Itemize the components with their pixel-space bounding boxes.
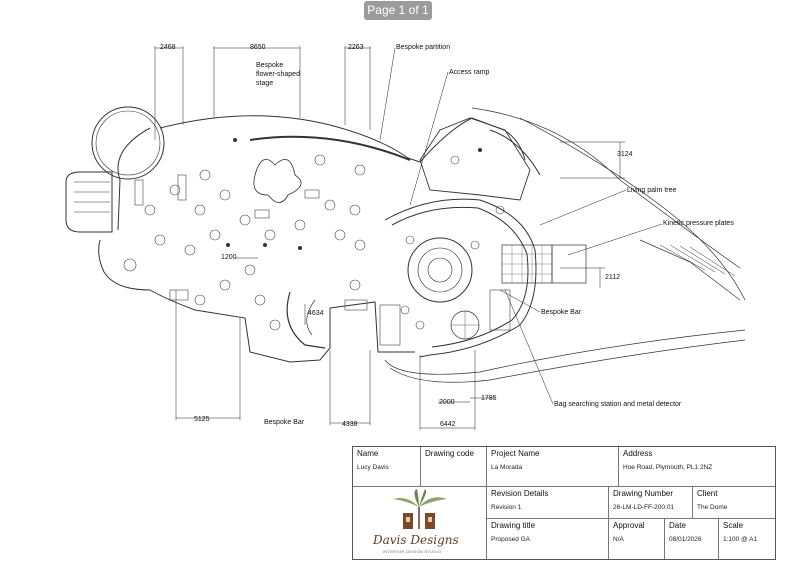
central-arc-wall [384,198,537,358]
revision-value: Revision 1 [491,504,522,511]
title-block: Name Lucy Davis Drawing code Project Nam… [352,446,776,560]
drawing-number-cell: Drawing Number 26-LM-LD-FF-200.01 [609,487,693,519]
drawing-number-value: 26-LM-LD-FF-200.01 [613,504,675,511]
dim-1785: 1785 [481,395,497,402]
south-west-wall [98,239,331,363]
name-value: Lucy Davis [357,464,389,471]
label-flower-stage-1: Bespoke [256,62,283,69]
page-indicator: Page 1 of 1 [364,1,432,20]
date-value: 08/01/2026 [669,536,702,543]
approval-cell: Approval N/A [609,519,665,559]
logo-wordmark: Davis Designs [373,533,459,547]
date-label: Date [669,521,686,530]
drawing-title-label: Drawing title [491,521,536,530]
dim-2112: 2112 [605,274,620,281]
drawing-code-label: Drawing code [425,449,474,458]
address-value: Hoe Road, Plymouth, PL1 2NZ [623,464,713,471]
dim-2000: 2000 [439,399,455,406]
round-stage [407,237,473,303]
dim-4338: 4338 [342,421,358,428]
palm-logo-icon [393,489,447,529]
address-label: Address [623,449,653,458]
scale-label: Scale [723,521,744,530]
stair-left [65,171,113,233]
drawing-code-cell: Drawing code [421,447,487,487]
revision-cell: Revision Details Revision 1 [487,487,609,519]
logo-subtitle: INTERIOR DESIGN STUDIO [383,549,442,554]
client-value: The Dome [697,504,728,511]
dim-4634: 4634 [308,310,324,317]
dim-8650: 8650 [250,44,266,51]
name-label: Name [357,449,379,458]
drawing-title-cell: Drawing title Proposed GA [487,519,609,559]
label-flower-stage-2: flower-shaped [256,71,300,78]
label-bespoke-partition: Bespoke partition [396,44,450,51]
approval-label: Approval [613,521,645,530]
flower-stage [253,158,302,203]
drawing-number-label: Drawing Number [613,489,674,498]
label-living-palm-tree: Living palm tree [627,187,677,194]
dim-2263: 2263 [348,44,364,51]
drawing-title-value: Proposed GA [491,536,531,543]
project-name-label: Project Name [491,449,540,458]
project-name-cell: Project Name La Morada [487,447,619,487]
name-cell: Name Lucy Davis [353,447,421,487]
north-wall [159,115,526,163]
label-flower-stage-3: stage [256,80,273,87]
project-name-value: La Morada [491,464,523,471]
dim-5125: 5125 [194,416,210,423]
client-cell: Client The Dome [693,487,775,519]
label-bespoke-bar-right: Bespoke Bar [541,309,582,316]
dim-6442: 6442 [440,421,456,428]
dim-1200: 1200 [221,254,237,261]
revision-label: Revision Details [491,489,549,498]
date-cell: Date 08/01/2026 [665,519,719,559]
label-kinetic-plates: Kinetic pressure plates [663,220,734,227]
client-label: Client [697,489,718,498]
circular-room [91,106,165,180]
west-wall [117,127,151,231]
dim-2468: 2468 [160,44,176,51]
label-bag-search: Bag searching station and metal detector [554,401,682,408]
address-cell: Address Hoe Road, Plymouth, PL1 2NZ [619,447,775,487]
approval-value: N/A [613,536,624,543]
scale-cell: Scale 1:100 @ A1 [719,519,775,559]
floor-plan-drawing: 2468 8650 2263 Bespoke partition Access … [65,44,746,430]
dim-3124: 3124 [617,151,633,158]
label-access-ramp: Access ramp [449,69,490,76]
label-bespoke-bar-left: Bespoke Bar [264,419,305,426]
scale-value: 1:100 @ A1 [723,536,758,543]
logo-cell: Davis Designs INTERIOR DESIGN STUDIO [353,487,487,559]
